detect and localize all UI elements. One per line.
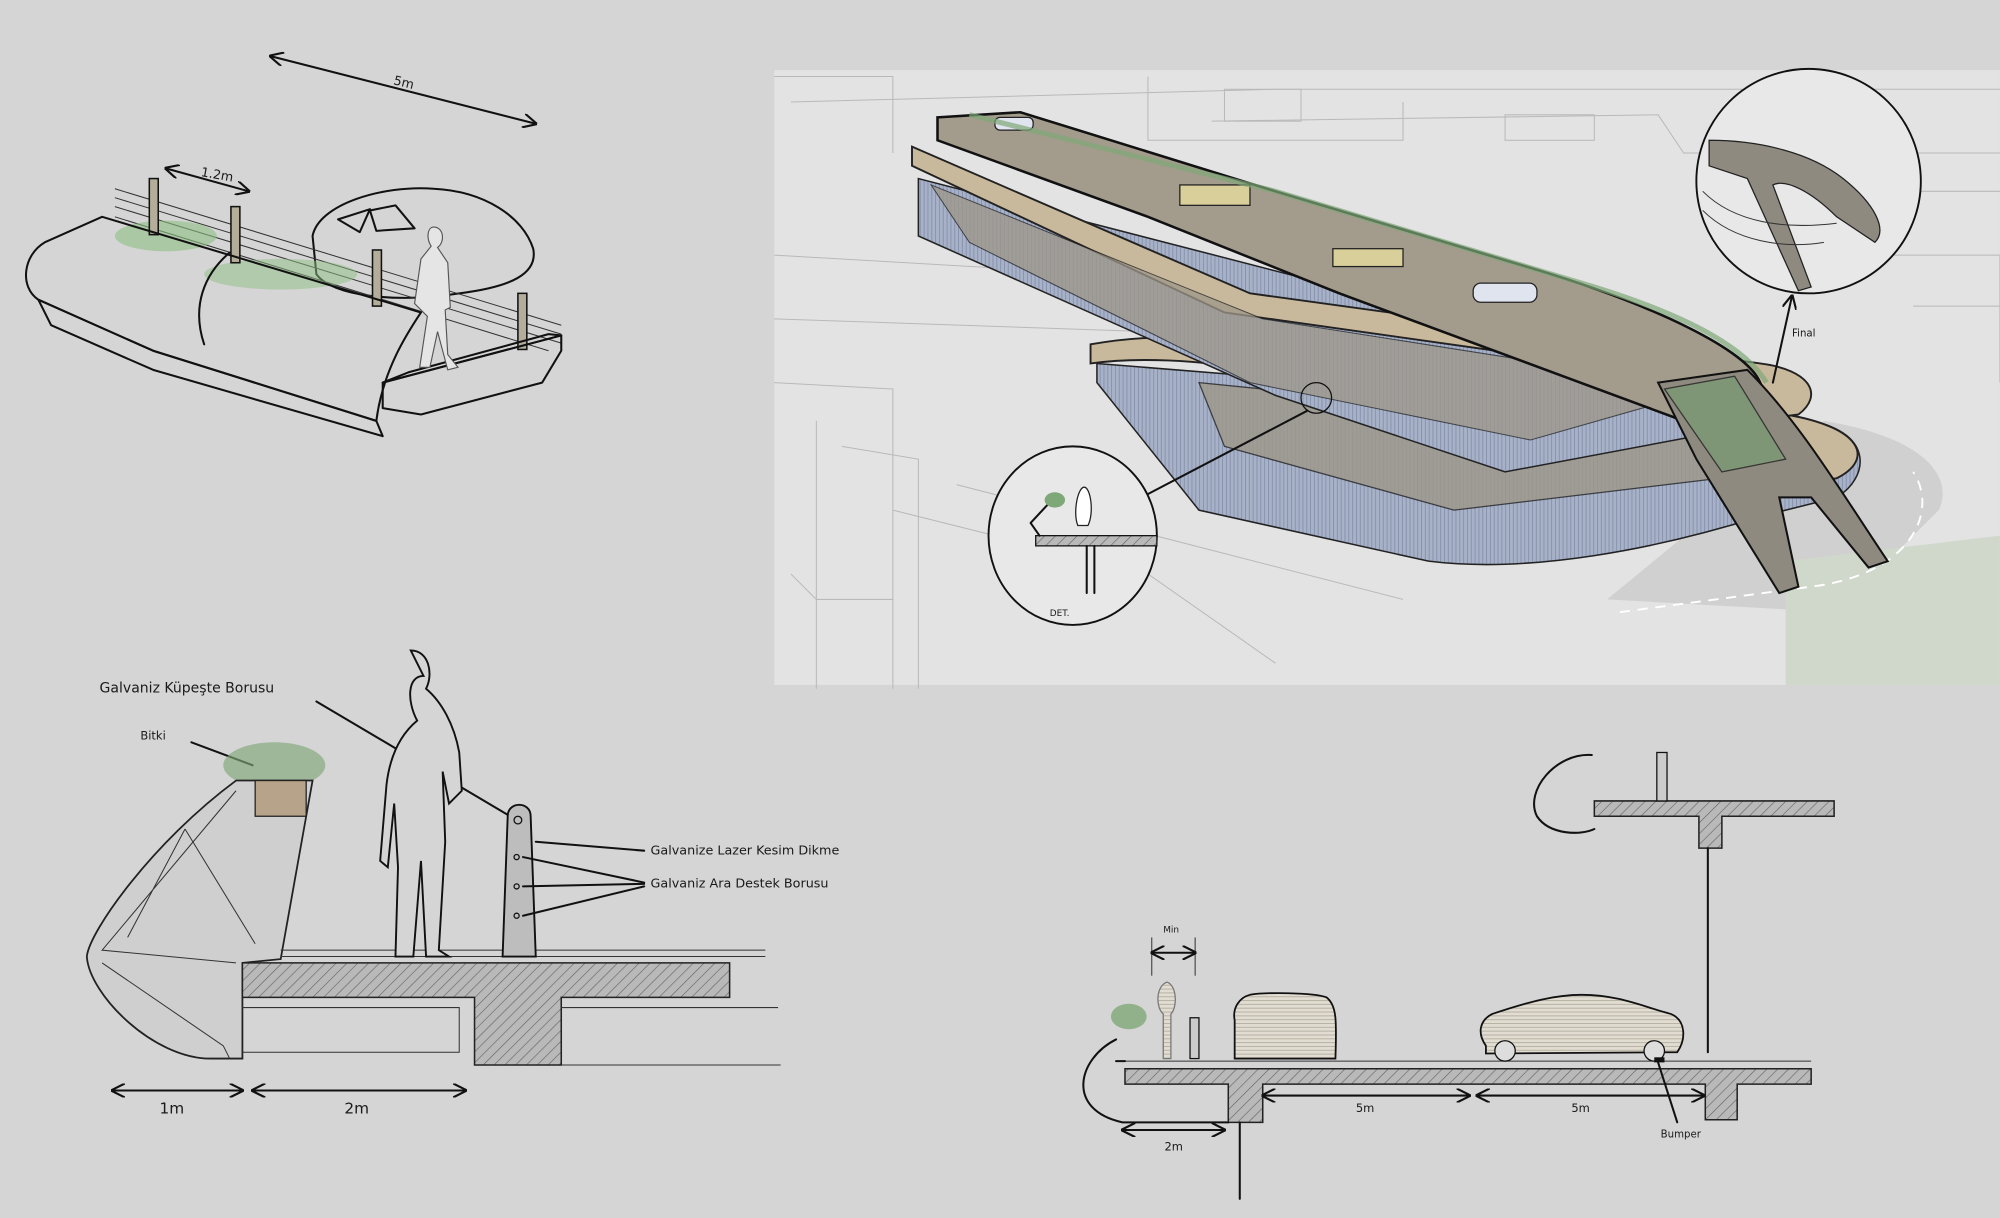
car-outline bbox=[311, 187, 535, 299]
car-side-view bbox=[1479, 993, 1685, 1055]
label-plant: Bitki bbox=[140, 729, 165, 743]
galvanized-post bbox=[501, 803, 537, 958]
plant-icon-small bbox=[1110, 1003, 1147, 1030]
person-figure bbox=[413, 226, 459, 371]
label-bumper: Bumper bbox=[1661, 1130, 1702, 1141]
roof-stair bbox=[1332, 248, 1404, 268]
rail-posts bbox=[148, 177, 528, 351]
main-slab bbox=[1124, 1068, 1812, 1124]
final-callout: Final bbox=[1695, 67, 1922, 384]
parapet-section-detail: Galvaniz Küpeşte Borusu Bitki Galvanize … bbox=[85, 649, 840, 1117]
label-handrail: Galvaniz Küpeşte Borusu bbox=[100, 681, 275, 697]
label-post: Galvanize Lazer Kesim Dikme bbox=[651, 844, 840, 859]
person-silhouette bbox=[379, 649, 463, 958]
lawn-area bbox=[1785, 535, 2000, 685]
bumper-block bbox=[1654, 1057, 1665, 1063]
dim-label-2m: 2m bbox=[344, 1099, 369, 1117]
person-figure-small bbox=[1157, 981, 1176, 1060]
parking-section: Min 5m 5m 2m Bumper bbox=[1082, 751, 1835, 1200]
label-support-pipe: Galvaniz Ara Destek Borusu bbox=[651, 877, 829, 892]
dim-label-walkway-2m: 2m bbox=[1165, 1139, 1183, 1153]
iso-parapet-detail: 5m 1.2m bbox=[24, 56, 563, 438]
final-label: Final bbox=[1792, 329, 1815, 340]
dim-label-5m: 5m bbox=[392, 74, 416, 94]
car-front-view bbox=[1233, 992, 1337, 1060]
det-label: DET. bbox=[1050, 609, 1070, 619]
plant-icon bbox=[223, 742, 326, 789]
dimension-line-1-2m bbox=[166, 168, 249, 191]
dim-label-1m: 1m bbox=[160, 1099, 185, 1117]
dim-label-min: Min bbox=[1163, 925, 1179, 935]
upper-slab bbox=[1593, 800, 1835, 849]
dimension-line-5m bbox=[270, 56, 535, 124]
dim-label-bay-1: 5m bbox=[1356, 1101, 1374, 1115]
dim-label-1-2m: 1.2m bbox=[200, 165, 235, 185]
parapet-frame bbox=[85, 779, 314, 1060]
dim-label-bay-2: 5m bbox=[1571, 1101, 1589, 1115]
slab-section bbox=[241, 962, 731, 1066]
detail-callout: DET. bbox=[987, 381, 1333, 626]
planter-box bbox=[254, 779, 307, 817]
parking-perspective: Final DET. bbox=[774, 67, 2000, 689]
